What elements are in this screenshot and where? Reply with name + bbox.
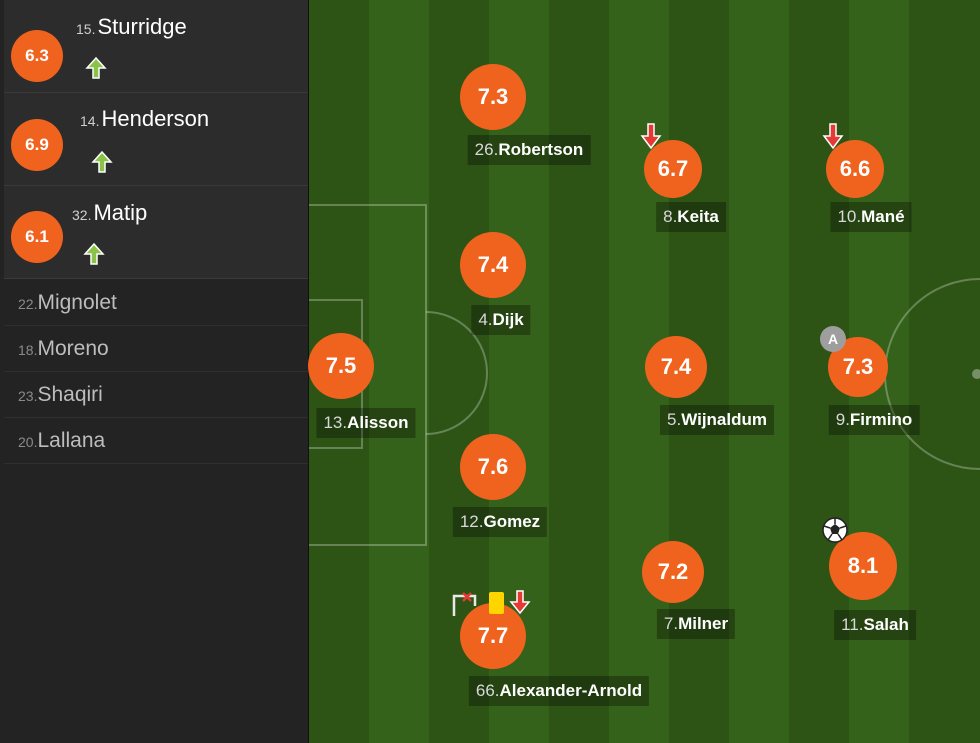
shirt-number: 4. bbox=[478, 310, 493, 329]
rating-badge: 7.7 bbox=[460, 603, 526, 669]
rating-badge: 6.1 bbox=[11, 211, 63, 263]
player-label: 12.Gomez bbox=[452, 507, 548, 537]
sub-in-arrow-icon bbox=[83, 243, 105, 265]
shirt-number: 11. bbox=[841, 615, 864, 634]
player-name-text: Shaqiri bbox=[37, 383, 103, 406]
rating-badge: 7.4 bbox=[460, 232, 526, 298]
substitute-row[interactable]: 6.3 15.Sturridge bbox=[4, 0, 308, 93]
player-name-text: Henderson bbox=[101, 106, 210, 131]
goal-ball-icon bbox=[822, 517, 848, 543]
player-name: 14.Henderson bbox=[80, 106, 209, 132]
football-pitch: 7.5 13.Alisson 7.3 26.Robertson 7.4 4.Di… bbox=[308, 0, 980, 743]
player-name-text: Alexander-Arnold bbox=[499, 681, 643, 700]
player-label: 11.Salah bbox=[834, 610, 916, 640]
player-name-text: Matip bbox=[93, 200, 148, 225]
bench-player-row[interactable]: 18.Moreno bbox=[4, 325, 308, 372]
shirt-number: 7. bbox=[663, 614, 679, 633]
shirt-number: 8. bbox=[663, 207, 678, 226]
rating-badge: 7.4 bbox=[645, 336, 707, 398]
player-label: 13.Alisson bbox=[316, 408, 416, 438]
substitute-row[interactable]: 6.1 32.Matip bbox=[4, 186, 308, 279]
shirt-number: 13. bbox=[323, 413, 348, 432]
player-name-text: Lallana bbox=[37, 429, 106, 452]
player-name-text: Alisson bbox=[347, 413, 409, 432]
bench-player-row[interactable]: 22.Mignolet bbox=[4, 279, 308, 326]
rating-badge: 8.1 bbox=[829, 532, 897, 600]
shirt-number: 5. bbox=[667, 410, 682, 429]
player-name-text: Gomez bbox=[483, 512, 541, 531]
rating-badge: 6.7 bbox=[644, 140, 702, 198]
player-name-text: Mignolet bbox=[37, 291, 117, 314]
player-name-text: Salah bbox=[863, 615, 909, 634]
player-name-text: Sturridge bbox=[97, 14, 187, 39]
sub-out-arrow-icon bbox=[509, 590, 531, 614]
player-name-text: Milner bbox=[678, 614, 729, 633]
shirt-number: 32. bbox=[72, 207, 92, 223]
player-label: 10.Mané bbox=[830, 202, 912, 232]
player-name-text: Robertson bbox=[498, 140, 584, 159]
player-label: 9.Firmino bbox=[828, 405, 920, 435]
shirt-number: 20. bbox=[18, 434, 38, 450]
assist-icon bbox=[452, 592, 477, 616]
rating-badge: 7.2 bbox=[642, 541, 704, 603]
sub-in-arrow-icon bbox=[91, 151, 113, 173]
player-label: 8.Keita bbox=[656, 202, 726, 232]
substitute-row[interactable]: 6.9 14.Henderson bbox=[4, 93, 308, 186]
rating-badge: 7.6 bbox=[460, 434, 526, 500]
player-label: 5.Wijnaldum bbox=[660, 405, 774, 435]
shirt-number: 22. bbox=[18, 296, 38, 312]
player-name-text: Dijk bbox=[492, 310, 524, 329]
rating-badge: 6.3 bbox=[11, 30, 63, 82]
player-name-text: Keita bbox=[677, 207, 719, 226]
captain-icon: A bbox=[820, 326, 846, 352]
shirt-number: 12. bbox=[459, 512, 484, 531]
rating-badge: 7.3 bbox=[460, 64, 526, 130]
shirt-number: 23. bbox=[18, 388, 38, 404]
player-name-text: Firmino bbox=[849, 410, 913, 429]
shirt-number: 18. bbox=[18, 342, 38, 358]
player-name: 15.Sturridge bbox=[76, 14, 187, 40]
shirt-number: 14. bbox=[80, 113, 100, 129]
shirt-number: 15. bbox=[76, 21, 96, 37]
shirt-number: 9. bbox=[835, 410, 850, 429]
player-name-text: Wijnaldum bbox=[681, 410, 767, 429]
player-label: 7.Milner bbox=[656, 609, 736, 639]
sub-in-arrow-icon bbox=[85, 57, 107, 79]
substitutes-panel: 6.3 15.Sturridge 6.9 14.Henderson 6.1 32… bbox=[0, 0, 309, 743]
rating-badge: 6.6 bbox=[826, 140, 884, 198]
bench-player-row[interactable]: 20.Lallana bbox=[4, 417, 308, 464]
shirt-number: 66. bbox=[475, 681, 500, 700]
player-name: 32.Matip bbox=[72, 200, 147, 226]
player-name-text: Mané bbox=[861, 207, 905, 226]
rating-badge: 7.5 bbox=[308, 333, 374, 399]
player-label: 26.Robertson bbox=[467, 135, 591, 165]
shirt-number: 10. bbox=[837, 207, 862, 226]
rating-badge: 6.9 bbox=[11, 119, 63, 171]
sub-out-arrow-icon bbox=[822, 123, 844, 149]
player-label: 4.Dijk bbox=[471, 305, 531, 335]
yellow-card-icon bbox=[489, 592, 504, 614]
player-name-text: Moreno bbox=[37, 337, 109, 360]
bench-player-row[interactable]: 23.Shaqiri bbox=[4, 371, 308, 418]
sub-out-arrow-icon bbox=[640, 123, 662, 149]
shirt-number: 26. bbox=[474, 140, 499, 159]
player-label: 66.Alexander-Arnold bbox=[468, 676, 650, 706]
